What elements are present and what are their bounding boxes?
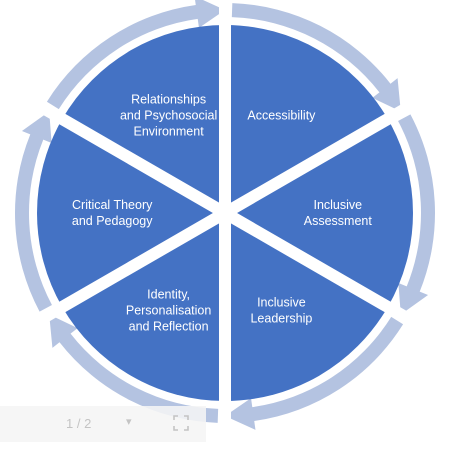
segment-label-critical-theory: Critical Theory and Pedagogy bbox=[72, 198, 153, 228]
segment-label-line: Leadership bbox=[250, 312, 312, 326]
separator-group bbox=[29, 0, 421, 435]
segment-label-line: Inclusive bbox=[257, 296, 306, 310]
viewer-toolbar: 1 / 2 ▾ bbox=[0, 406, 206, 442]
segment-label-line: and Pedagogy bbox=[72, 214, 153, 228]
expand-icon[interactable] bbox=[172, 414, 190, 432]
segment-label-line: Environment bbox=[134, 124, 205, 138]
segment-label-line: Personalisation bbox=[126, 304, 212, 318]
segment-label-accessibility: Accessibility bbox=[247, 108, 316, 122]
segment-label-line: Assessment bbox=[304, 214, 373, 228]
segment-label-line: Accessibility bbox=[247, 108, 316, 122]
segment-inclusive-assessment bbox=[225, 119, 413, 307]
chevron-down-icon[interactable]: ▾ bbox=[126, 416, 132, 428]
segment-separator bbox=[29, 207, 228, 330]
segment-critical-theory bbox=[37, 119, 225, 307]
segment-label-identity: Identity, Personalisation and Reflection bbox=[126, 288, 212, 334]
segment-relationships bbox=[62, 25, 225, 213]
segment-separator bbox=[29, 96, 228, 219]
segment-label-line: Inclusive bbox=[313, 198, 362, 212]
segment-label-line: Identity, bbox=[147, 288, 190, 302]
segment-accessibility bbox=[225, 25, 388, 213]
segment-label-line: Critical Theory bbox=[72, 198, 153, 212]
segment-identity bbox=[62, 213, 225, 401]
segment-group bbox=[37, 25, 413, 401]
segment-separator bbox=[222, 207, 421, 330]
cycle-arrow-inclusive-assessment bbox=[398, 114, 436, 315]
segment-label-line: Relationships bbox=[131, 92, 206, 106]
page-indicator: 1 / 2 bbox=[66, 416, 92, 431]
cycle-arrow-relationships bbox=[46, 0, 225, 110]
cycle-arrow-accessibility bbox=[231, 3, 401, 112]
segment-label-line: and Psychosocial bbox=[120, 108, 217, 122]
cycle-arrow-critical-theory bbox=[14, 111, 52, 312]
segment-label-line: and Reflection bbox=[129, 320, 209, 334]
segment-separator bbox=[222, 96, 421, 219]
segment-inclusive-leadership bbox=[225, 213, 388, 401]
cycle-arrow-inclusive-leadership bbox=[225, 316, 404, 430]
